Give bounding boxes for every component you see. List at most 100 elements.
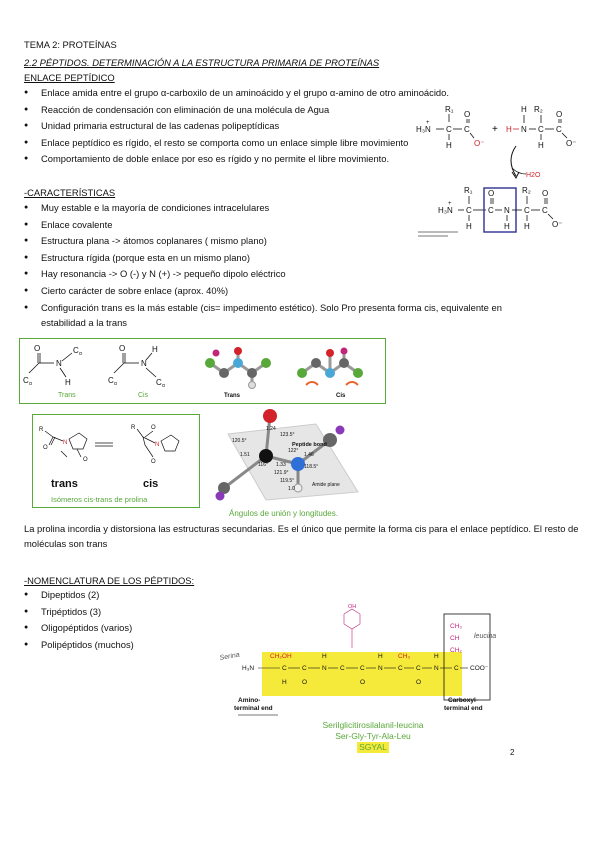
svg-text:H: H bbox=[538, 141, 544, 150]
svg-text:O: O bbox=[302, 679, 307, 686]
section-subtitle: 2.2 PÉPTIDOS. DETERMINACIÓN A LA ESTRUCT… bbox=[24, 57, 380, 68]
svg-text:α: α bbox=[114, 381, 117, 387]
svg-text:O⁻: O⁻ bbox=[566, 139, 576, 148]
svg-text:O: O bbox=[151, 425, 156, 431]
svg-text:R₁: R₁ bbox=[464, 186, 473, 195]
svg-text:α: α bbox=[162, 383, 165, 389]
list-item: Reacción de condensación con eliminación… bbox=[24, 102, 449, 119]
svg-text:C: C bbox=[556, 125, 562, 134]
list-item: Polipéptidos (muchos) bbox=[24, 637, 134, 654]
svg-text:C: C bbox=[542, 206, 548, 215]
svg-text:H₃N: H₃N bbox=[242, 665, 254, 672]
svg-text:R: R bbox=[39, 427, 44, 433]
svg-text:CH₃: CH₃ bbox=[398, 653, 410, 660]
section-heading-enlace: ENLACE PEPTÍDICO bbox=[24, 72, 115, 83]
svg-text:R₂: R₂ bbox=[522, 186, 531, 195]
plus-sign: + bbox=[492, 124, 498, 135]
section-heading-nomenclatura: -NOMENCLATURA DE LOS PÉPTIDOS: bbox=[24, 575, 195, 586]
svg-text:H: H bbox=[434, 653, 439, 660]
svg-text:O: O bbox=[360, 679, 365, 686]
angle-label: 1.46 bbox=[304, 452, 314, 458]
svg-text:α: α bbox=[29, 381, 32, 387]
list-item: Tripéptidos (3) bbox=[24, 604, 134, 621]
svg-text:H: H bbox=[506, 125, 512, 134]
list-item: Configuración trans es la más estable (c… bbox=[24, 300, 531, 330]
svg-text:H: H bbox=[152, 345, 158, 354]
list-item: Dipeptidos (2) bbox=[24, 587, 134, 604]
svg-text:C: C bbox=[538, 125, 544, 134]
angle-label: 1.0 bbox=[288, 486, 295, 492]
trans-model-label: Trans bbox=[224, 393, 241, 399]
svg-text:N: N bbox=[63, 440, 67, 446]
svg-text:C: C bbox=[416, 665, 421, 672]
svg-text:C: C bbox=[454, 665, 459, 672]
caracteristicas-bullet-list: Muy estable e la mayoría de condiciones … bbox=[24, 200, 524, 330]
proline-isomers-figure: R O N O R O N O trans cis Isómeros cis-t… bbox=[32, 414, 200, 508]
carboxyl-terminal-label: Carboxyl- bbox=[448, 697, 478, 704]
angle-label: 118.5° bbox=[304, 464, 318, 470]
svg-text:C: C bbox=[302, 665, 307, 672]
angle-label: 123.5° bbox=[280, 432, 295, 438]
svg-text:CH₂OH: CH₂OH bbox=[270, 653, 292, 660]
svg-text:C: C bbox=[73, 346, 79, 355]
svg-text:C: C bbox=[360, 665, 365, 672]
svg-text:CH₃: CH₃ bbox=[450, 623, 462, 630]
page-number: 2 bbox=[510, 748, 515, 757]
cis-label: Cis bbox=[138, 392, 149, 399]
svg-text:O: O bbox=[119, 344, 125, 353]
carboxyl-terminal-label-2: terminal end bbox=[444, 705, 483, 712]
angle-label: 1.24 bbox=[266, 426, 276, 432]
svg-text:H: H bbox=[65, 378, 71, 387]
svg-text:H₃N: H₃N bbox=[416, 125, 431, 134]
svg-text:H: H bbox=[322, 653, 327, 660]
leucina-annotation: leucina bbox=[474, 633, 496, 640]
svg-text:C: C bbox=[108, 376, 114, 385]
list-item: Comportamiento de doble enlace por eso e… bbox=[24, 151, 449, 168]
list-item: Cierto carácter de sobre enlace (aprox. … bbox=[24, 283, 524, 300]
angle-label: 122° bbox=[288, 448, 298, 454]
svg-text:C: C bbox=[524, 206, 530, 215]
svg-text:O⁻: O⁻ bbox=[552, 220, 562, 229]
svg-text:C: C bbox=[23, 376, 29, 385]
cis-model-label: Cis bbox=[336, 393, 346, 399]
trans-label: Trans bbox=[58, 392, 76, 399]
svg-text:H: H bbox=[521, 105, 527, 114]
proline-cis-label: cis bbox=[143, 478, 158, 490]
list-item: Hay resonancia -> O (-) y N (+) -> peque… bbox=[24, 266, 524, 283]
svg-text:N: N bbox=[155, 442, 159, 448]
svg-text:+: + bbox=[426, 120, 430, 126]
list-item: Muy estable e la mayoría de condiciones … bbox=[24, 200, 524, 217]
svg-text:O: O bbox=[488, 189, 494, 198]
svg-text:O⁻: O⁻ bbox=[474, 139, 484, 148]
svg-text:H: H bbox=[282, 679, 287, 686]
peptide-bond-label: Peptide bond bbox=[292, 442, 327, 448]
bond-angles-figure: 120.5° 123.5° 1.24 122° 1.51 1.33 1.46 1… bbox=[215, 409, 359, 501]
svg-text:α: α bbox=[79, 351, 82, 357]
angle-label: 116° bbox=[258, 462, 268, 468]
list-item: Estructura rígida (porque esta en un mis… bbox=[24, 250, 524, 267]
svg-text:O: O bbox=[151, 459, 156, 465]
svg-text:N: N bbox=[56, 359, 62, 368]
enlace-bullet-list: Enlace amida entre el grupo α-carboxilo … bbox=[24, 85, 449, 168]
peptide-name-one-letter: SGYAL bbox=[357, 742, 389, 753]
proline-caption: Isómeros cis-trans de prolina bbox=[51, 495, 148, 504]
angle-label: 120.5° bbox=[232, 438, 247, 444]
svg-text:O: O bbox=[43, 445, 48, 451]
pentapeptide-figure: H₃N CH₂OH C C N C C N C C N C COO⁻ O O O… bbox=[219, 604, 496, 716]
svg-text:O: O bbox=[83, 457, 88, 463]
svg-text:N: N bbox=[521, 125, 527, 134]
angle-label: 1.51 bbox=[240, 452, 250, 458]
svg-text:OH: OH bbox=[348, 604, 356, 610]
svg-text:C: C bbox=[156, 378, 162, 387]
list-item: Oligopéptidos (varios) bbox=[24, 620, 134, 637]
svg-text:CH₂: CH₂ bbox=[450, 647, 462, 654]
svg-text:C: C bbox=[446, 125, 452, 134]
water-label: H2O bbox=[526, 172, 541, 179]
list-item: Enlace covalente bbox=[24, 217, 524, 234]
svg-text:COO⁻: COO⁻ bbox=[470, 665, 489, 672]
svg-text:R: R bbox=[131, 425, 136, 431]
svg-text:H: H bbox=[378, 653, 383, 660]
svg-text:N: N bbox=[378, 665, 383, 672]
peptide-name-long: Serilglicitirosilalanil-leucina bbox=[322, 720, 424, 730]
